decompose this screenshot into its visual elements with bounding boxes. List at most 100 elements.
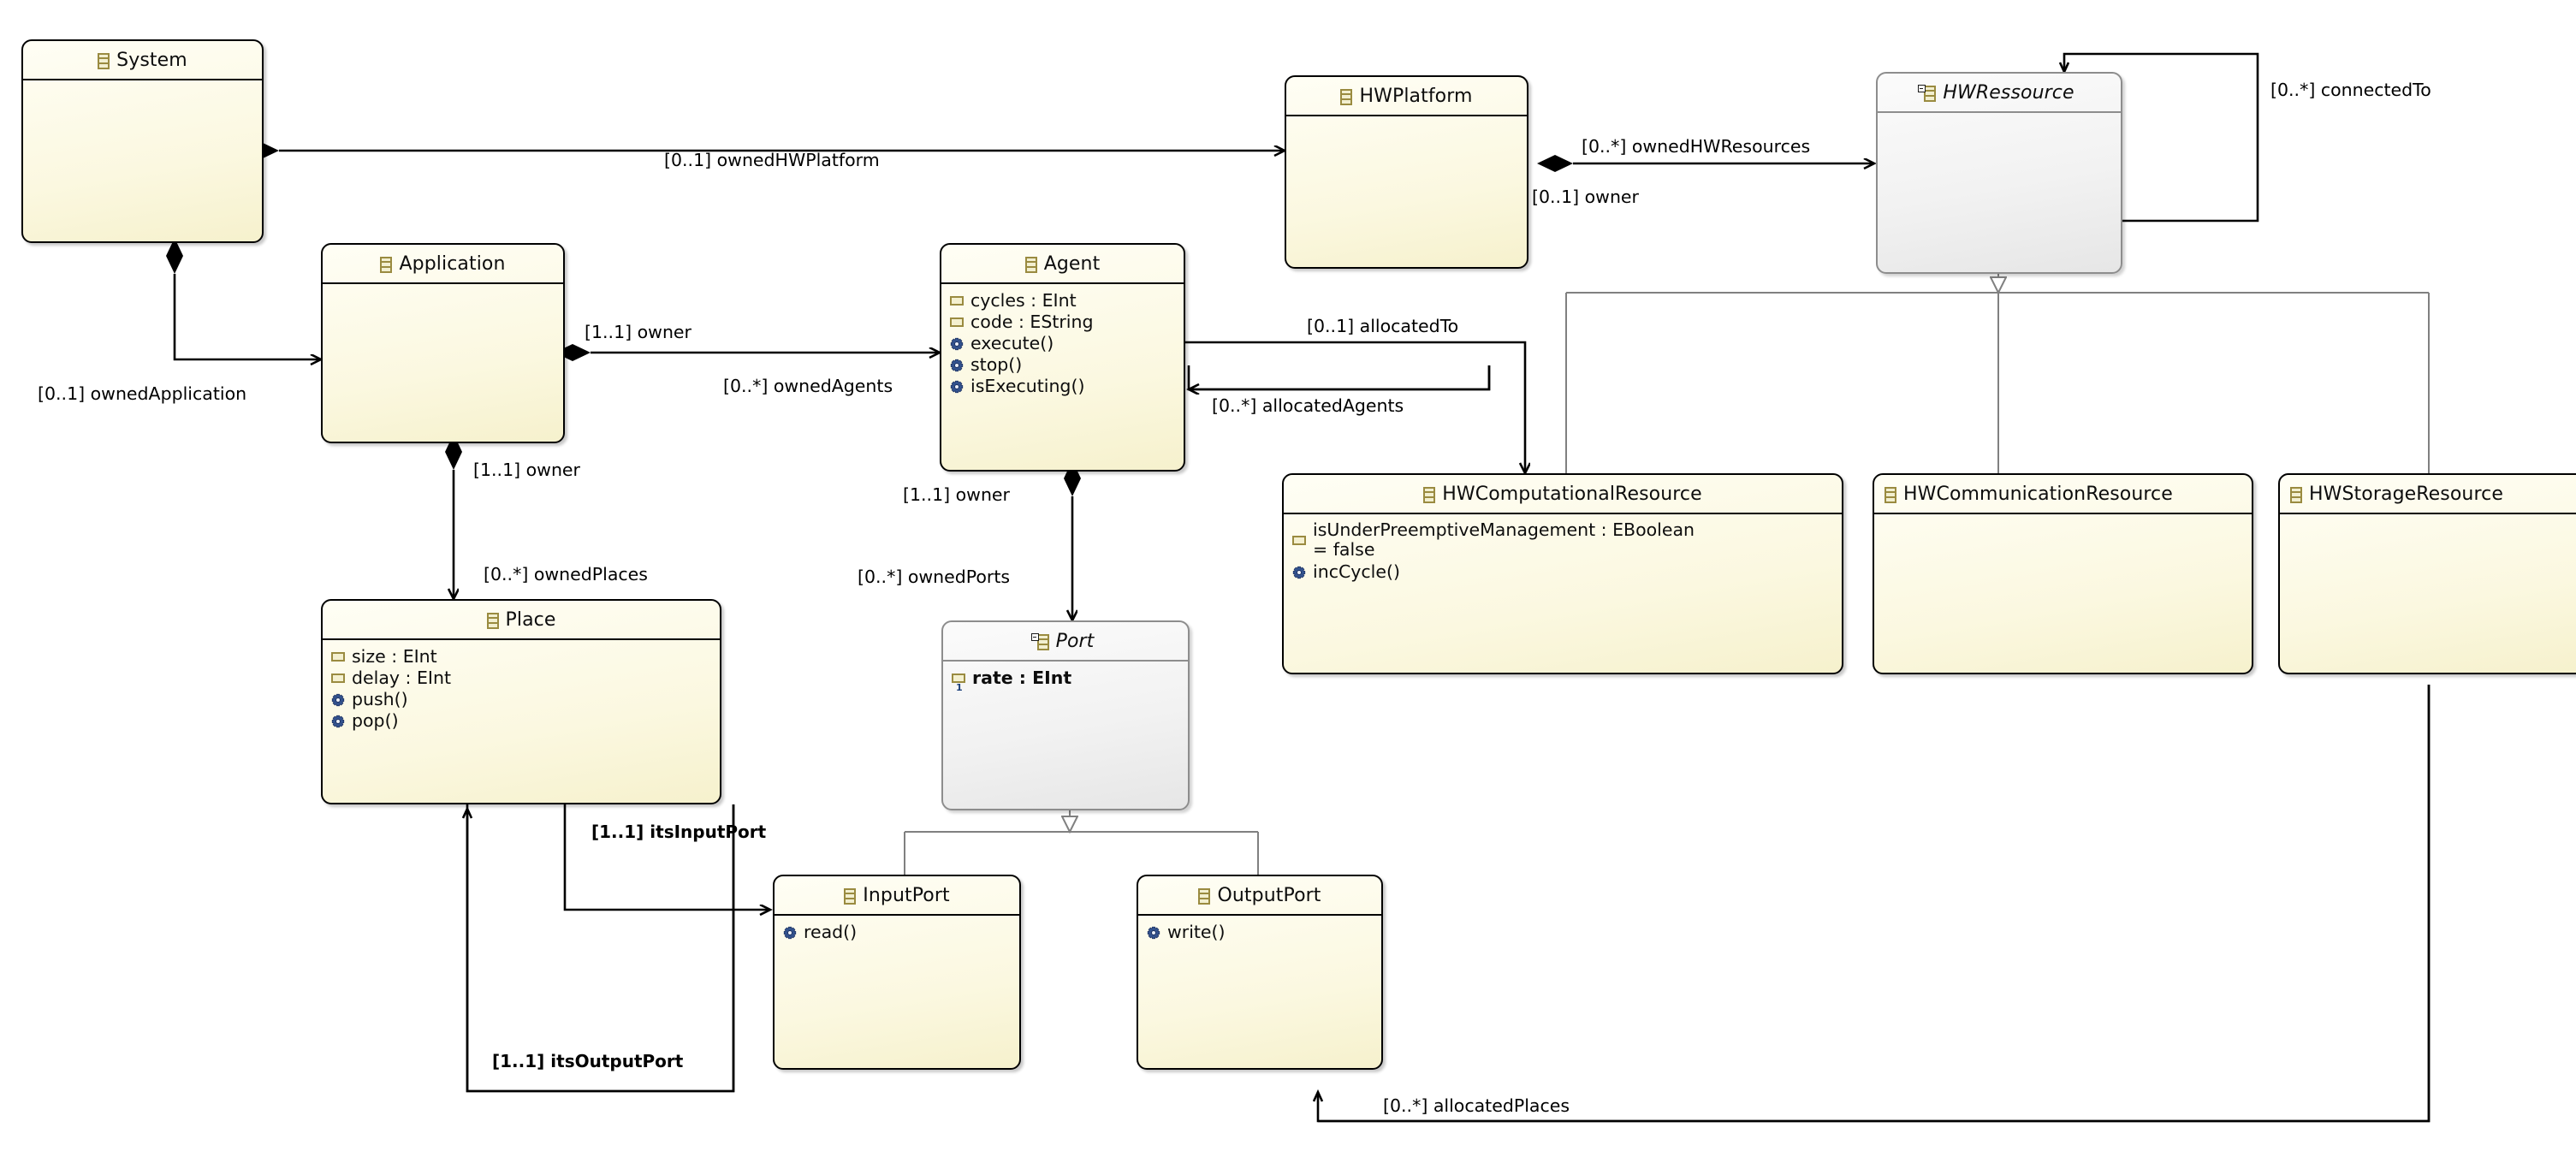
class-hwressource[interactable]: HWRessource: [1876, 72, 2122, 274]
class-name: HWComputationalResource: [1442, 483, 1702, 505]
class-name: Place: [505, 608, 556, 631]
edge-agent-port: [1064, 460, 1081, 620]
class-body: [2280, 514, 2576, 520]
operation-icon: [950, 380, 964, 394]
edge-hwressource-connectedto: [2064, 52, 2259, 223]
feature-label: isExecuting(): [970, 376, 1085, 396]
class-body: [23, 80, 262, 86]
class-icon: [2290, 486, 2302, 503]
feature-label: delay : EInt: [352, 668, 451, 688]
feature-label: write(): [1167, 922, 1226, 942]
class-body: [1874, 514, 2252, 520]
attribute-icon: [1292, 536, 1306, 545]
edge-label-ownedhwresources: [0..*] ownedHWResources: [1582, 136, 1811, 157]
attribute-icon: [950, 317, 964, 327]
class-name: Port: [1055, 630, 1095, 652]
edge-place-outputport: [467, 804, 735, 1093]
abstract-marker-icon: [1030, 632, 1039, 641]
operation-icon: [331, 693, 345, 707]
feature-label: size : EInt: [352, 646, 437, 667]
class-body: isUnderPreemptiveManagement : EBoolean =…: [1284, 514, 1842, 583]
attribute-row: cycles : EInt: [941, 290, 1184, 312]
edge-label-owner-port: [1..1] owner: [903, 484, 1010, 505]
edge-label-ownedports: [0..*] ownedPorts: [858, 567, 1011, 587]
edge-generalization-port: [904, 810, 1259, 875]
operation-row: execute(): [941, 333, 1184, 354]
class-header: System: [23, 41, 262, 80]
attribute-icon: [331, 674, 345, 683]
attribute-row: rate : EInt: [943, 668, 1188, 692]
class-header: HWCommunicationResource: [1874, 475, 2252, 514]
class-body: read(): [775, 916, 1019, 943]
class-system[interactable]: System: [21, 39, 264, 243]
class-port[interactable]: Port rate : EInt: [941, 620, 1190, 810]
class-icon: [1885, 486, 1896, 503]
edge-label-owner-place: [1..1] owner: [473, 460, 580, 480]
class-icon: [844, 887, 857, 905]
operation-row: stop(): [941, 354, 1184, 376]
class-name: OutputPort: [1217, 884, 1321, 906]
class-body: rate : EInt: [943, 662, 1188, 692]
class-agent[interactable]: Agent cycles : EInt code : EString execu…: [940, 243, 1185, 472]
feature-label-continued: = false: [1313, 539, 1375, 560]
class-hwplatform[interactable]: HWPlatform: [1285, 75, 1528, 269]
class-body: cycles : EInt code : EString execute() s…: [941, 284, 1184, 397]
operation-icon: [1147, 926, 1160, 940]
attribute-row: size : EInt: [323, 646, 720, 668]
class-outputport[interactable]: OutputPort write(): [1137, 875, 1383, 1070]
edge-label-connectedto: [0..*] connectedTo: [2270, 80, 2431, 100]
class-icon: [98, 52, 110, 69]
edge-label-ownedagents: [0..*] ownedAgents: [723, 376, 893, 396]
class-name: HWStorageResource: [2309, 483, 2503, 505]
attribute-icon: [331, 652, 345, 662]
class-hwcommunicationresource[interactable]: HWCommunicationResource: [1873, 473, 2253, 674]
edge-label-allocatedplaces: [0..*] allocatedPlaces: [1383, 1095, 1570, 1116]
edge-place-inputport: [563, 804, 770, 910]
class-icon: [1030, 632, 1049, 650]
abstract-marker-icon: [1918, 84, 1926, 92]
feature-label: incCycle(): [1313, 561, 1400, 582]
class-icon: [1423, 486, 1436, 503]
class-body: size : EInt delay : EInt push() pop(): [323, 640, 720, 732]
class-icon: [1198, 887, 1211, 905]
class-icon: [486, 612, 499, 629]
edge-system-application: [166, 238, 321, 359]
operation-icon: [950, 359, 964, 372]
class-header: Agent: [941, 245, 1184, 284]
operation-icon: [331, 715, 345, 728]
edge-application-agent: [555, 344, 940, 361]
class-icon: [1918, 84, 1937, 102]
operation-row: isExecuting(): [941, 376, 1184, 397]
edge-hwstorage-allocatedplaces: [1318, 685, 2431, 1123]
class-body: [1286, 116, 1527, 122]
class-inputport[interactable]: InputPort read(): [773, 875, 1021, 1070]
class-application[interactable]: Application: [321, 243, 565, 443]
class-place[interactable]: Place size : EInt delay : EInt push(): [321, 599, 721, 804]
edge-label-itsinputport: [1..1] itsInputPort: [591, 822, 767, 842]
operation-icon: [783, 926, 797, 940]
operation-row: push(): [323, 689, 720, 710]
class-header: Port: [943, 622, 1188, 662]
edge-application-place: [445, 434, 462, 599]
class-name: HWPlatform: [1359, 85, 1473, 107]
feature-label: read(): [804, 922, 858, 942]
attribute-row: isUnderPreemptiveManagement : EBoolean =…: [1284, 520, 1842, 561]
feature-label: push(): [352, 689, 408, 709]
feature-label: rate : EInt: [972, 668, 1072, 688]
feature-label: code : EString: [970, 312, 1094, 332]
class-name: InputPort: [863, 884, 950, 906]
class-icon: [380, 256, 393, 273]
class-name: System: [116, 49, 187, 71]
operation-row: read(): [775, 922, 1019, 943]
edge-label-ownedapplication: [0..1] ownedApplication: [38, 383, 247, 404]
class-hwcomputationalresource[interactable]: HWComputationalResource isUnderPreemptiv…: [1282, 473, 1843, 674]
class-hwstorageresource[interactable]: HWStorageResource: [2278, 473, 2576, 674]
class-name: HWRessource: [1943, 81, 2074, 104]
edge-label-owner-application: [1..1] owner: [585, 322, 691, 342]
edge-label-allocatedto: [0..1] allocatedTo: [1307, 316, 1459, 336]
class-header: HWStorageResource: [2280, 475, 2576, 514]
feature-label: cycles : EInt: [970, 290, 1077, 311]
attribute-icon: [952, 674, 965, 692]
class-body: [323, 284, 563, 290]
